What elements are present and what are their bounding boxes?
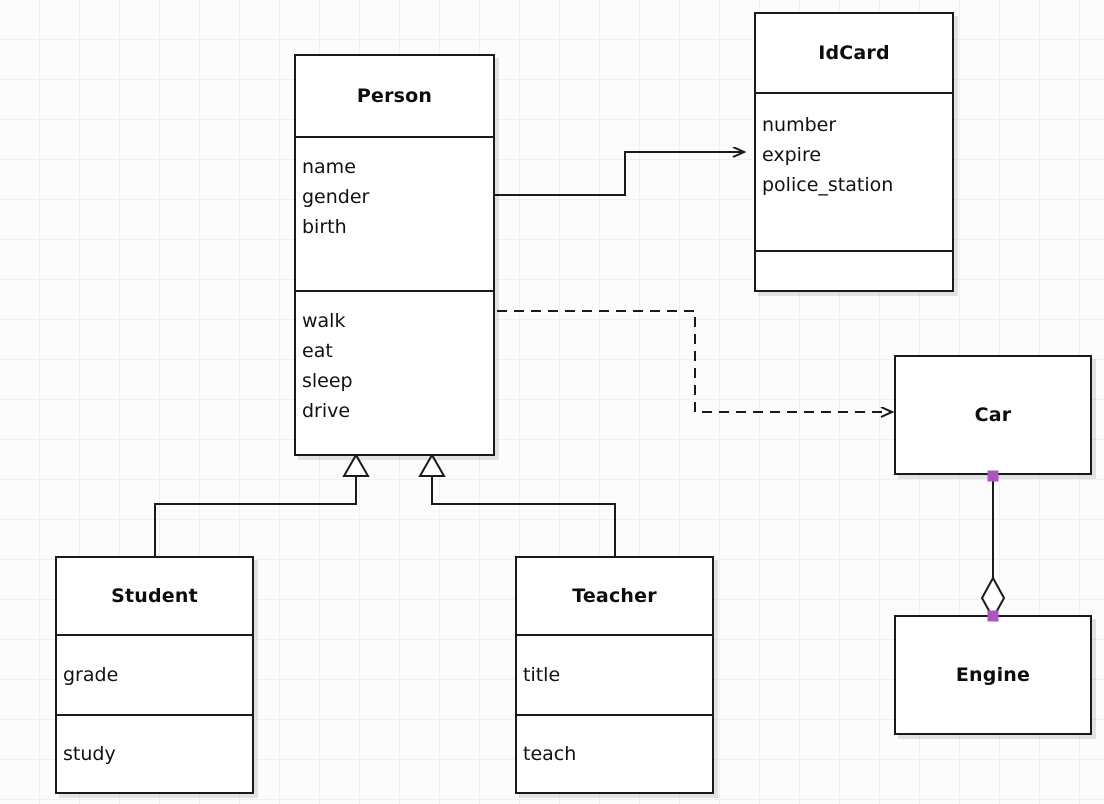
class-name-compartment-engine: Engine [896, 617, 1090, 733]
attribute-item: title [523, 664, 561, 686]
class-name-compartment-car: Car [896, 357, 1090, 473]
attributes-compartment-student: grade [57, 634, 252, 714]
attribute-item: grade [63, 664, 119, 686]
method-item: drive [302, 400, 351, 422]
class-name-student: Student [111, 585, 198, 607]
class-box-teacher[interactable]: Teacher title teach [515, 556, 714, 794]
class-name-idcard: IdCard [818, 42, 890, 64]
methods-compartment-teacher: teach [517, 714, 712, 792]
edge-handle-engine-end[interactable] [987, 610, 999, 622]
attributes-compartment-idcard: number expire police_station [756, 92, 952, 250]
methods-compartment-person: walk eat sleep drive [296, 290, 493, 454]
methods-compartment-student: study [57, 714, 252, 792]
class-box-idcard[interactable]: IdCard number expire police_station [754, 12, 954, 292]
class-box-car[interactable]: Car [894, 355, 1092, 475]
class-name-compartment-idcard: IdCard [756, 14, 952, 92]
attribute-item: expire [762, 144, 822, 166]
class-box-person[interactable]: Person name gender birth walk eat sleep … [294, 54, 495, 456]
edge-student-person [154, 452, 370, 556]
class-name-compartment-student: Student [57, 558, 252, 634]
attribute-item: police_station [762, 174, 894, 196]
method-item: teach [523, 743, 577, 765]
attributes-compartment-person: name gender birth [296, 136, 493, 290]
method-item: eat [302, 340, 333, 362]
attribute-item: gender [302, 186, 370, 208]
class-box-student[interactable]: Student grade study [55, 556, 254, 794]
edge-person-car [497, 310, 892, 412]
attribute-item: birth [302, 216, 347, 238]
attribute-item: name [302, 156, 356, 178]
methods-compartment-idcard [756, 250, 952, 290]
edge-handle-car-end[interactable] [987, 470, 999, 482]
method-item: study [63, 743, 116, 765]
class-box-engine[interactable]: Engine [894, 615, 1092, 735]
edge-teacher-person [418, 452, 616, 556]
method-item: sleep [302, 370, 353, 392]
class-name-person: Person [356, 85, 433, 107]
class-name-compartment-teacher: Teacher [517, 558, 712, 634]
class-name-compartment-person: Person [296, 56, 493, 136]
edge-person-idcard [495, 152, 744, 196]
class-name-teacher: Teacher [572, 585, 657, 607]
attributes-compartment-teacher: title [517, 634, 712, 714]
method-item: walk [302, 310, 346, 332]
edge-car-engine [980, 476, 1006, 621]
class-name-car: Car [974, 404, 1012, 426]
class-name-engine: Engine [955, 664, 1031, 686]
attribute-item: number [762, 114, 837, 136]
